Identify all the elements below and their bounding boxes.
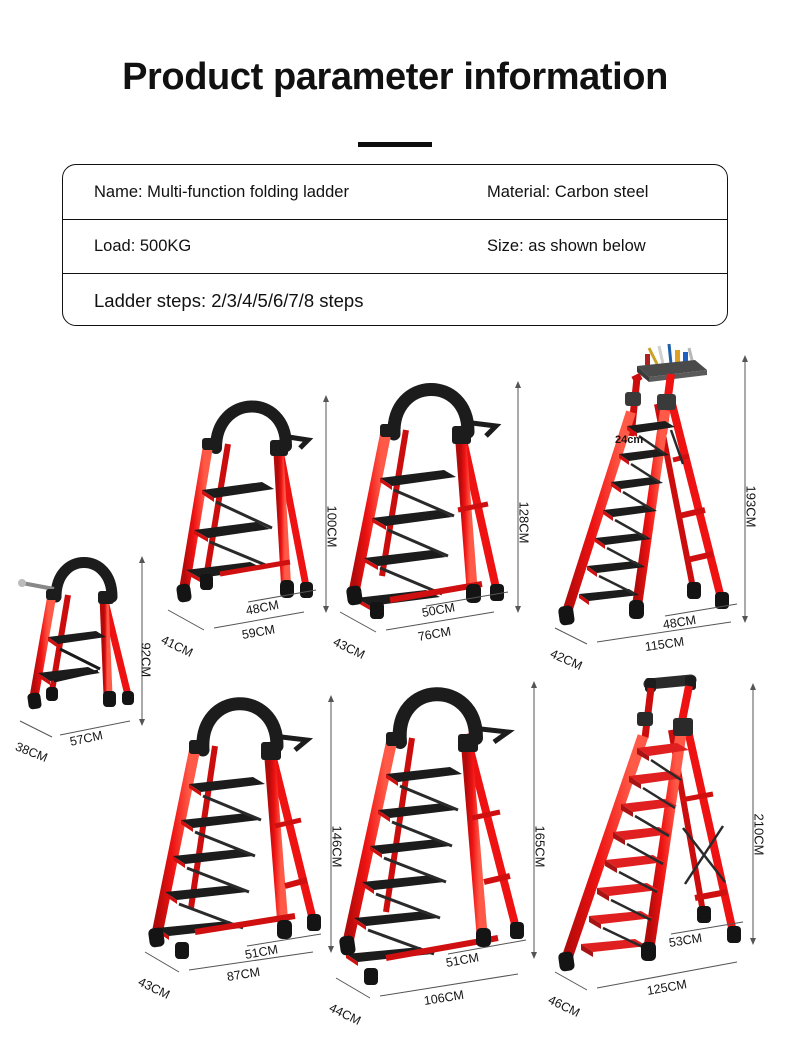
ladder-figure-7-step: 24cm 193CM 42CM 115CM 48CM xyxy=(545,330,785,673)
ladder-illustration-7-step xyxy=(558,343,729,626)
ladder-figure-5-step: 146CM 43CM 87CM 51CM xyxy=(135,680,360,1020)
dimension-lines-7-step xyxy=(554,355,748,645)
dimension-lines-5-step xyxy=(144,695,334,973)
ladder-illustration-6-step xyxy=(339,687,524,985)
title-underline-rule xyxy=(358,142,432,147)
ladder-figure-3-step: 100CM 41CM 59CM 48CM xyxy=(150,378,350,668)
ladder-figure-4-step: 128CM 43CM 76CM 50CM xyxy=(330,370,545,670)
ladder-illustration-3-step xyxy=(176,400,314,603)
dimension-lines-3-step xyxy=(167,395,329,631)
spec-load-value: Load: 500KG xyxy=(94,237,192,255)
dimension-lines-8-step xyxy=(554,683,756,991)
table-row: Load: 500KG Size: as shown below xyxy=(63,219,727,273)
ladder-illustration-5-step xyxy=(148,697,321,959)
dimension-height-label: 128CM xyxy=(516,501,532,544)
step-gap-label: 24cm xyxy=(615,434,644,446)
dimension-lines-2-step xyxy=(19,556,145,738)
ladder-illustration-2-step xyxy=(18,557,134,710)
ladder-illustration-8-step xyxy=(558,674,741,972)
spec-ladder-steps-value: Ladder steps: 2/3/4/5/6/7/8 steps xyxy=(94,289,364,311)
page-title: Product parameter information xyxy=(122,56,668,98)
spec-size-value: Size: as shown below xyxy=(487,237,646,255)
dimension-height-label: 210CM xyxy=(751,813,767,856)
dimension-height-label: 193CM xyxy=(743,485,759,528)
ladder-illustration-4-step xyxy=(346,383,504,619)
dimension-lines-4-step xyxy=(339,381,521,633)
table-row: Ladder steps: 2/3/4/5/6/7/8 steps xyxy=(63,273,727,325)
table-row: Name: Multi-function folding ladder Mate… xyxy=(63,165,727,219)
ladder-figure-2-step: 92CM 38CM 57CM xyxy=(8,545,168,765)
spec-table: Name: Multi-function folding ladder Mate… xyxy=(62,164,728,326)
ladder-figure-grid: 92CM 38CM 57CM xyxy=(0,330,790,1053)
spec-name-value: Name: Multi-function folding ladder xyxy=(94,182,349,201)
spec-material-value: Material: Carbon steel xyxy=(487,182,649,201)
ladder-figure-8-step: 210CM 46CM 125CM 53CM xyxy=(545,660,790,1020)
ladder-figure-6-step: 165CM 44CM 106CM 51CM xyxy=(327,670,565,1028)
dimension-lines-6-step xyxy=(335,681,537,999)
